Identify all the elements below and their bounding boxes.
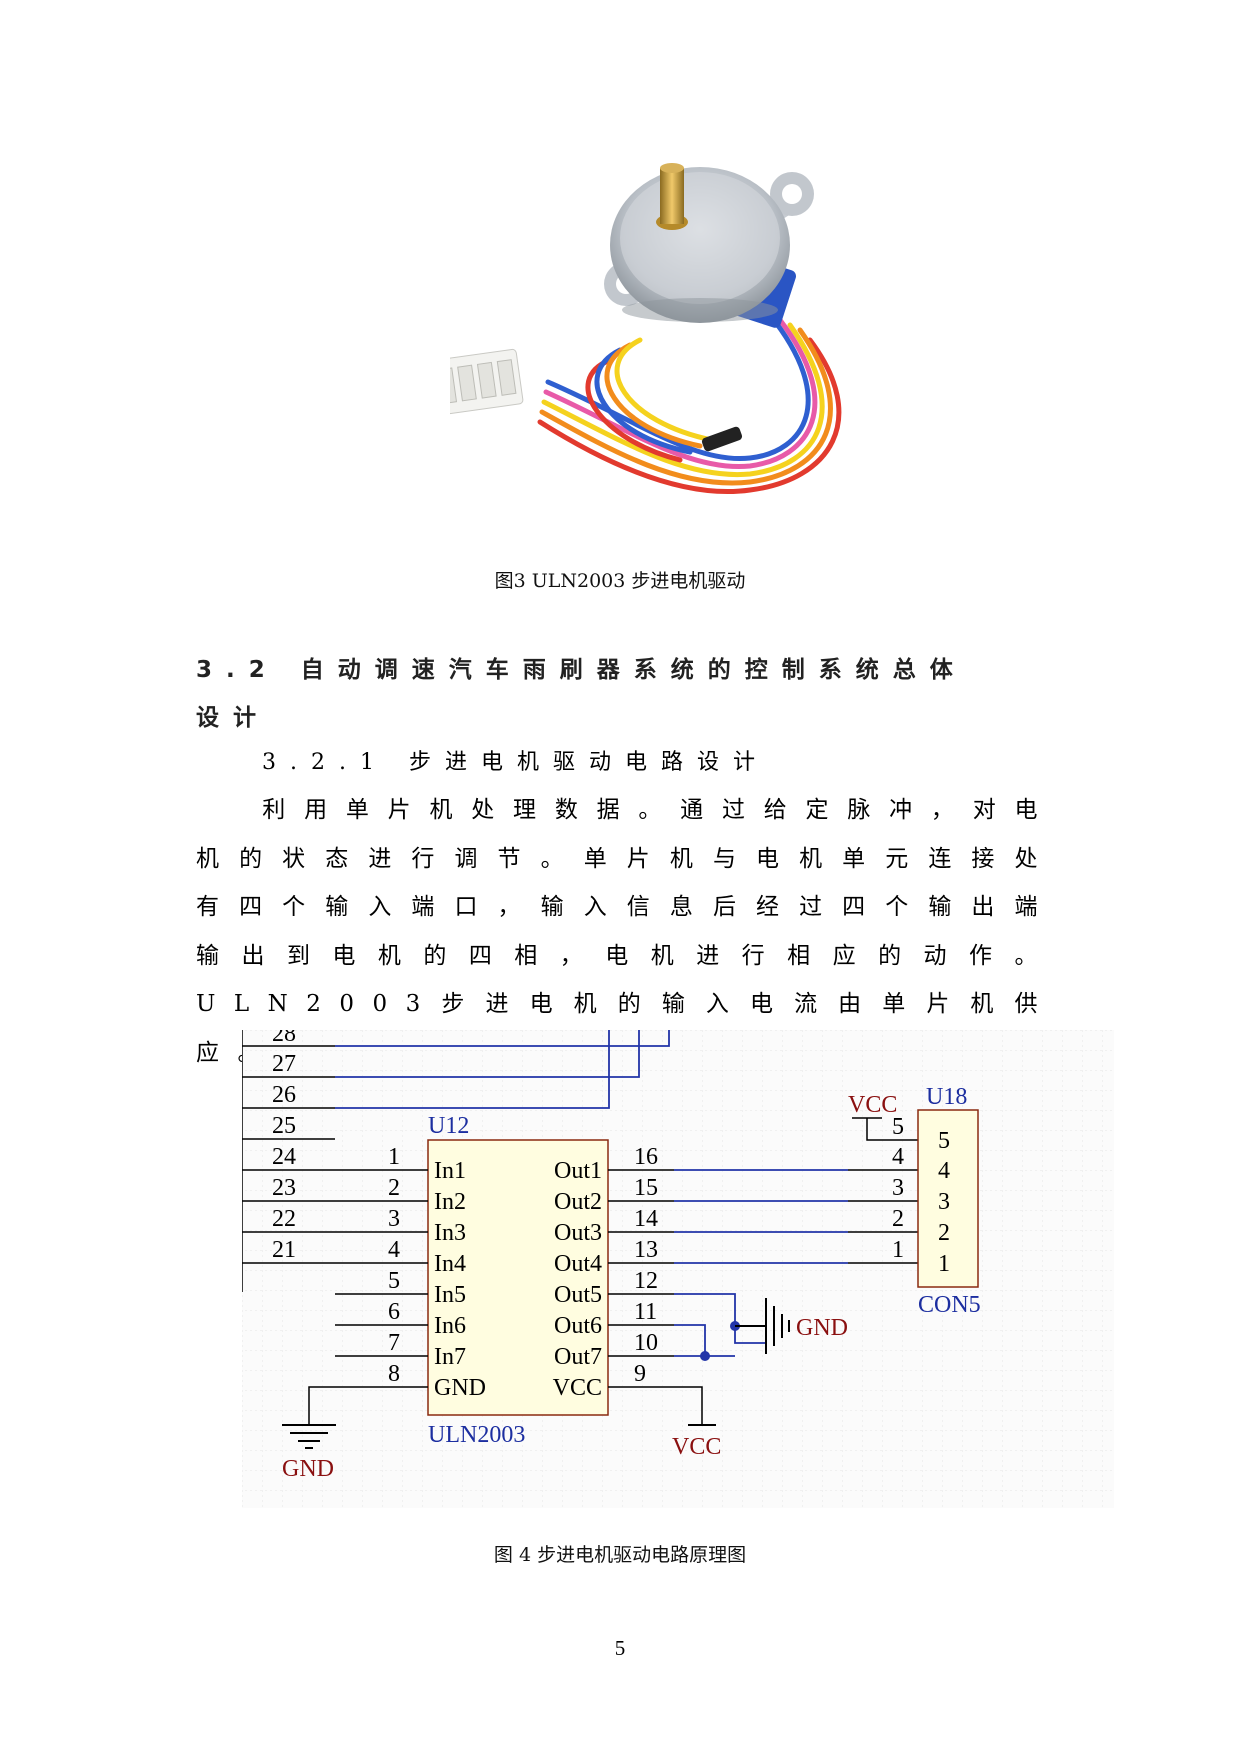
vcc-label-bottom: VCC [672, 1434, 721, 1460]
u12-pin-4: 4 [388, 1237, 400, 1263]
mcu-pin-22: 22 [272, 1206, 296, 1232]
u18-refdes: U18 [926, 1084, 967, 1110]
u12-pin-5: 5 [388, 1268, 400, 1294]
mcu-pin-27: 27 [272, 1051, 296, 1077]
gnd-label-left: GND [282, 1456, 334, 1482]
section-heading-line1: 3.2 自动调速汽车雨刷器系统的控制系统总体 [196, 657, 967, 683]
u12-pin-10: 10 [634, 1330, 658, 1356]
u12-in7: In7 [434, 1344, 466, 1370]
u12-pin-12: 12 [634, 1268, 658, 1294]
u12-out5: Out5 [554, 1282, 602, 1308]
u12-out4: Out4 [554, 1251, 602, 1277]
u12-pin-11: 11 [634, 1299, 657, 1325]
u12-pin-15: 15 [634, 1175, 658, 1201]
u12-pin-13: 13 [634, 1237, 658, 1263]
u12-pin-2: 2 [388, 1175, 400, 1201]
con5-num-2: 2 [892, 1206, 904, 1232]
stepper-motor-photo [406, 160, 910, 550]
mcu-pin-26: 26 [272, 1082, 296, 1108]
con5-pin-2: 2 [938, 1220, 950, 1246]
u12-pin-8: 8 [388, 1361, 400, 1387]
u12-refdes: U12 [428, 1113, 469, 1139]
mcu-pin-24: 24 [272, 1144, 296, 1170]
con5-pin-3: 3 [938, 1189, 950, 1215]
u12-vcc-pin: VCC [553, 1375, 602, 1401]
con5-num-1: 1 [892, 1237, 904, 1263]
u12-in2: In2 [434, 1189, 466, 1215]
vcc-label-top: VCC [848, 1092, 897, 1118]
u12-out3: Out3 [554, 1220, 602, 1246]
u12-part-name: ULN2003 [428, 1422, 525, 1448]
u12-gnd-pin: GND [434, 1375, 486, 1401]
u12-out1: Out1 [554, 1158, 602, 1184]
con5-num-3: 3 [892, 1175, 904, 1201]
paragraph-text: 利用单片机处理数据。通过给定脉冲，对电机的状态进行调节。单片机与电机单元连接处有… [196, 797, 1056, 1066]
u12-out2: Out2 [554, 1189, 602, 1215]
u12-in4: In4 [434, 1251, 466, 1277]
u12-pin-1: 1 [388, 1144, 400, 1170]
figure3-caption: 图3 ULN2003 步进电机驱动 [494, 570, 746, 592]
mcu-pin-23: 23 [272, 1175, 296, 1201]
gnd-label-right: GND [796, 1315, 848, 1341]
u12-pin-9: 9 [634, 1361, 646, 1387]
subsection-heading: 3.2.1 步进电机驱动电路设计 [262, 750, 769, 775]
uln2003-schematic: 28 27 26 25 24 23 22 21 U12 ULN2003 [241, 1021, 1114, 1508]
con5-pin-4: 4 [938, 1158, 950, 1184]
con5-pin-5: 5 [938, 1128, 950, 1154]
page-number: 5 [614, 1636, 626, 1660]
uln2003-chip-body [427, 1139, 609, 1416]
mcu-pin-28: 28 [272, 1030, 296, 1047]
u12-pin-6: 6 [388, 1299, 400, 1325]
mcu-pin-25: 25 [272, 1113, 296, 1139]
body-paragraph: 利用单片机处理数据。通过给定脉冲，对电机的状态进行调节。单片机与电机单元连接处有… [196, 786, 1056, 1077]
u12-in1: In1 [434, 1158, 466, 1184]
con5-connector-body [917, 1109, 979, 1288]
con5-num-5: 5 [892, 1114, 904, 1140]
con5-pin-1: 1 [938, 1251, 950, 1277]
u12-out6: Out6 [554, 1313, 602, 1339]
u12-pin-16: 16 [634, 1144, 658, 1170]
u12-in3: In3 [434, 1220, 466, 1246]
u12-pin-14: 14 [634, 1206, 658, 1232]
con5-num-4: 4 [892, 1144, 904, 1170]
u12-in6: In6 [434, 1313, 466, 1339]
u12-in5: In5 [434, 1282, 466, 1308]
u12-pin-3: 3 [388, 1206, 400, 1232]
u12-out7: Out7 [554, 1344, 602, 1370]
u18-part-name: CON5 [918, 1292, 981, 1318]
mcu-pin-21: 21 [272, 1237, 296, 1263]
figure4-caption: 图 4 步进电机驱动电路原理图 [493, 1544, 747, 1566]
u12-pin-7: 7 [388, 1330, 400, 1356]
section-heading-line2: 设计 [196, 705, 270, 731]
